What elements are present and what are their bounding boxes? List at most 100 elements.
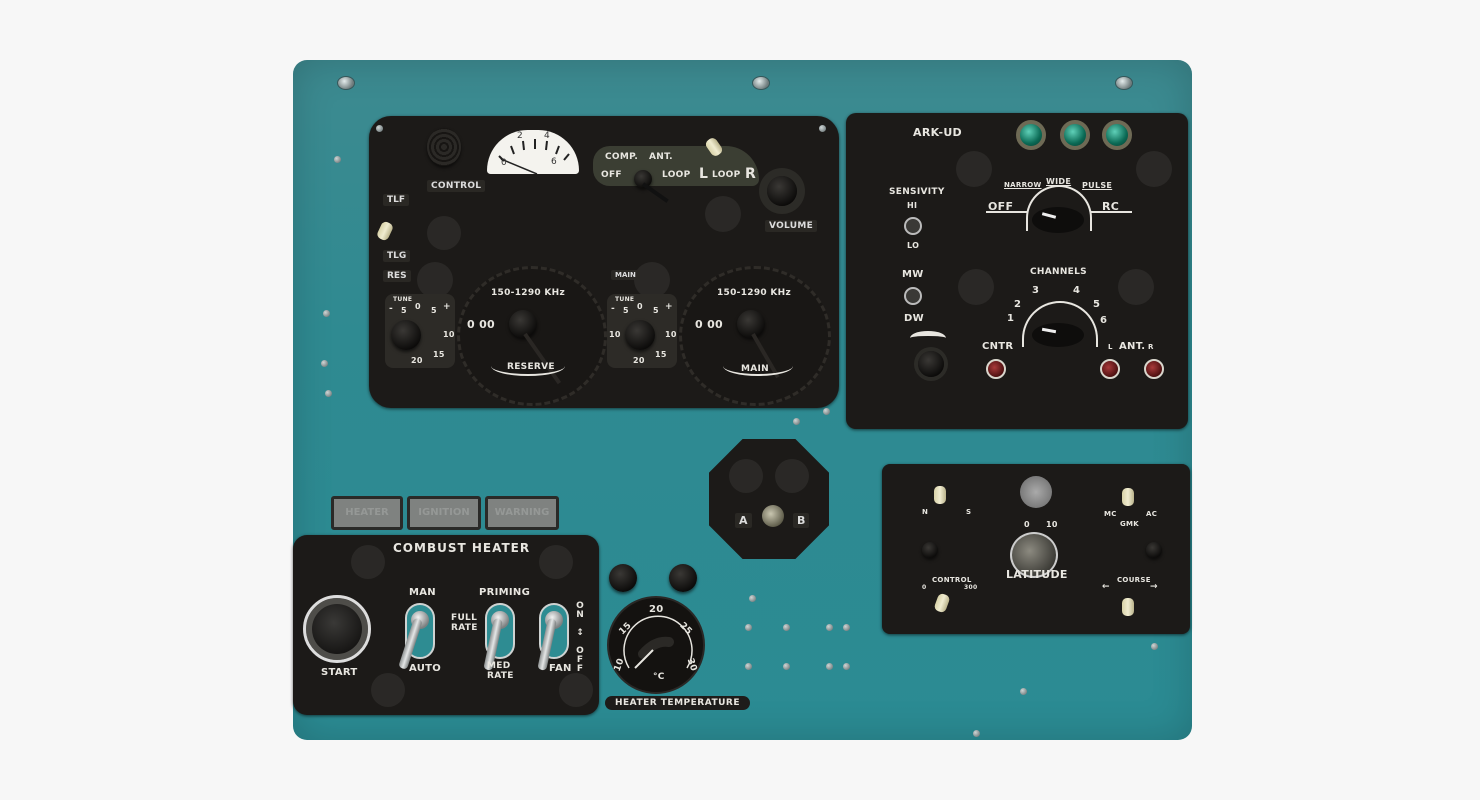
mw-label: MW <box>902 269 924 280</box>
gmk-mode-toggle[interactable] <box>1122 488 1134 506</box>
mode-pulse-label: PULSE <box>1082 181 1113 190</box>
heater-aux-knob-left[interactable] <box>609 564 637 592</box>
reserve-scale-10r: 10 <box>443 330 455 339</box>
tlf-tlg-toggle[interactable] <box>375 220 395 242</box>
gain-knob[interactable] <box>918 351 944 377</box>
ant-left-button[interactable] <box>1100 359 1120 379</box>
comp-label: COMP. <box>605 152 639 162</box>
ark-ud-title: ARK-UD <box>913 126 962 139</box>
ns-s-label: S <box>966 508 972 516</box>
ark-ud-panel: ARK-UD SENSIVITY HI LO OFF NARROW WIDE P… <box>846 113 1188 429</box>
channel-2: 2 <box>1014 299 1022 310</box>
temperature-scale-icon <box>623 615 693 669</box>
a-label: A <box>735 513 752 528</box>
full-rate-label: FULL RATE <box>451 613 478 633</box>
meter-tick-0: 0 <box>501 158 507 168</box>
reserve-frequency-dial[interactable] <box>457 266 607 406</box>
dw-label: DW <box>904 313 924 324</box>
main-tune-label: TUNE <box>615 296 635 303</box>
main-scale-10r: 10 <box>665 330 677 339</box>
combust-heater-title: COMBUST HEATER <box>393 541 531 555</box>
start-button[interactable] <box>303 595 371 663</box>
reserve-scale-15: 15 <box>433 350 445 359</box>
heater-aux-knob-right[interactable] <box>669 564 697 592</box>
main-scale-15: 15 <box>655 350 667 359</box>
control-label: CONTROL <box>427 180 486 192</box>
panel-fastener <box>337 76 355 90</box>
auto-label: AUTO <box>409 663 442 674</box>
channel-3: 3 <box>1032 285 1040 296</box>
priming-label: PRIMING <box>479 587 531 598</box>
loop-label-2: LOOP <box>712 170 741 180</box>
tlf-mode-label: TLF <box>383 194 410 206</box>
reserve-scale-minus: - <box>389 304 394 314</box>
control-max-label: 300 <box>964 584 978 591</box>
radio-compass-panel: CONTROL 0 2 4 6 COMP. ANT. OFF LOOP L LO… <box>369 116 839 408</box>
ant-label: ANT. <box>1119 341 1146 352</box>
res-mode-label: RES <box>383 270 411 282</box>
volume-knob[interactable] <box>767 176 797 206</box>
r-label: R <box>745 166 757 182</box>
reserve-scale-20: 20 <box>411 356 423 365</box>
panel-fastener <box>752 76 770 90</box>
reserve-range-label: 150-1290 KHz <box>491 288 566 298</box>
gmk-ac-label: AC <box>1146 510 1158 518</box>
reserve-tune-knob[interactable] <box>391 320 421 350</box>
rc-line <box>1090 211 1132 213</box>
ant-l-label: L <box>1108 343 1113 351</box>
channel-selector-knob[interactable] <box>1032 323 1084 347</box>
channel-6: 6 <box>1100 315 1108 326</box>
main-scale-5l: 5 <box>623 306 629 315</box>
latitude-scale-10: 10 <box>1046 520 1058 529</box>
channels-label: CHANNELS <box>1030 267 1087 277</box>
on-off-label: ON ↕ OFF <box>575 601 585 673</box>
reserve-scale-plus: + <box>443 302 451 312</box>
sensivity-label: SENSIVITY <box>889 187 945 197</box>
channel-4: 4 <box>1073 285 1081 296</box>
heater-temperature-label: HEATER TEMPERATURE <box>605 696 751 710</box>
sensivity-switch[interactable] <box>904 217 922 235</box>
sensivity-hi-label: HI <box>907 201 918 210</box>
ns-toggle[interactable] <box>934 486 946 504</box>
reserve-scale-5l: 5 <box>401 306 407 315</box>
meter-tick-4: 4 <box>544 131 550 141</box>
main-dial-knob[interactable] <box>737 310 765 338</box>
main-scale-minus: - <box>611 304 616 314</box>
gmk-label: GMK <box>1120 520 1140 528</box>
main-scale-0: 0 <box>637 302 643 311</box>
meter-scale-icon <box>498 139 570 174</box>
main-scale-20: 20 <box>633 356 645 365</box>
control-knob[interactable] <box>427 128 461 166</box>
right-aux-knob[interactable] <box>1146 542 1162 558</box>
heater-temperature-dial[interactable]: 10 15 20 25 30 °C <box>607 596 705 694</box>
main-range-label: 150-1290 KHz <box>717 288 792 298</box>
b-label: B <box>793 513 810 528</box>
main-readout: 0 00 <box>695 318 723 331</box>
latitude-knob[interactable] <box>1010 532 1058 578</box>
meter-tick-2: 2 <box>517 131 523 141</box>
ant-right-button[interactable] <box>1144 359 1164 379</box>
latitude-scale-0: 0 <box>1024 520 1030 529</box>
med-rate-label: MED RATE <box>487 661 514 681</box>
ns-n-label: N <box>922 508 929 516</box>
course-toggle[interactable] <box>1122 598 1134 616</box>
ab-selector-panel: A B <box>709 439 829 559</box>
reserve-tune-label: TUNE <box>393 296 413 303</box>
man-label: MAN <box>409 587 436 598</box>
latitude-label: LATITUDE <box>1006 568 1068 581</box>
indicator-lamp-3 <box>1102 120 1132 150</box>
left-aux-knob[interactable] <box>922 542 938 558</box>
main-scale-plus: + <box>665 302 673 312</box>
ant-r-label: R <box>1148 343 1154 351</box>
reserve-dial-knob[interactable] <box>509 310 537 338</box>
main-tune-knob[interactable] <box>625 320 655 350</box>
mw-dw-switch[interactable] <box>904 287 922 305</box>
course-left-arrow-icon: ← <box>1102 582 1110 592</box>
cntr-button[interactable] <box>986 359 1006 379</box>
antenna-selector-knob[interactable] <box>634 170 652 188</box>
temp-unit-label: °C <box>653 672 665 682</box>
mode-selector-knob[interactable] <box>1032 207 1084 233</box>
ab-button[interactable] <box>762 505 784 527</box>
sensivity-lo-label: LO <box>907 241 920 250</box>
control-toggle[interactable] <box>933 592 951 614</box>
